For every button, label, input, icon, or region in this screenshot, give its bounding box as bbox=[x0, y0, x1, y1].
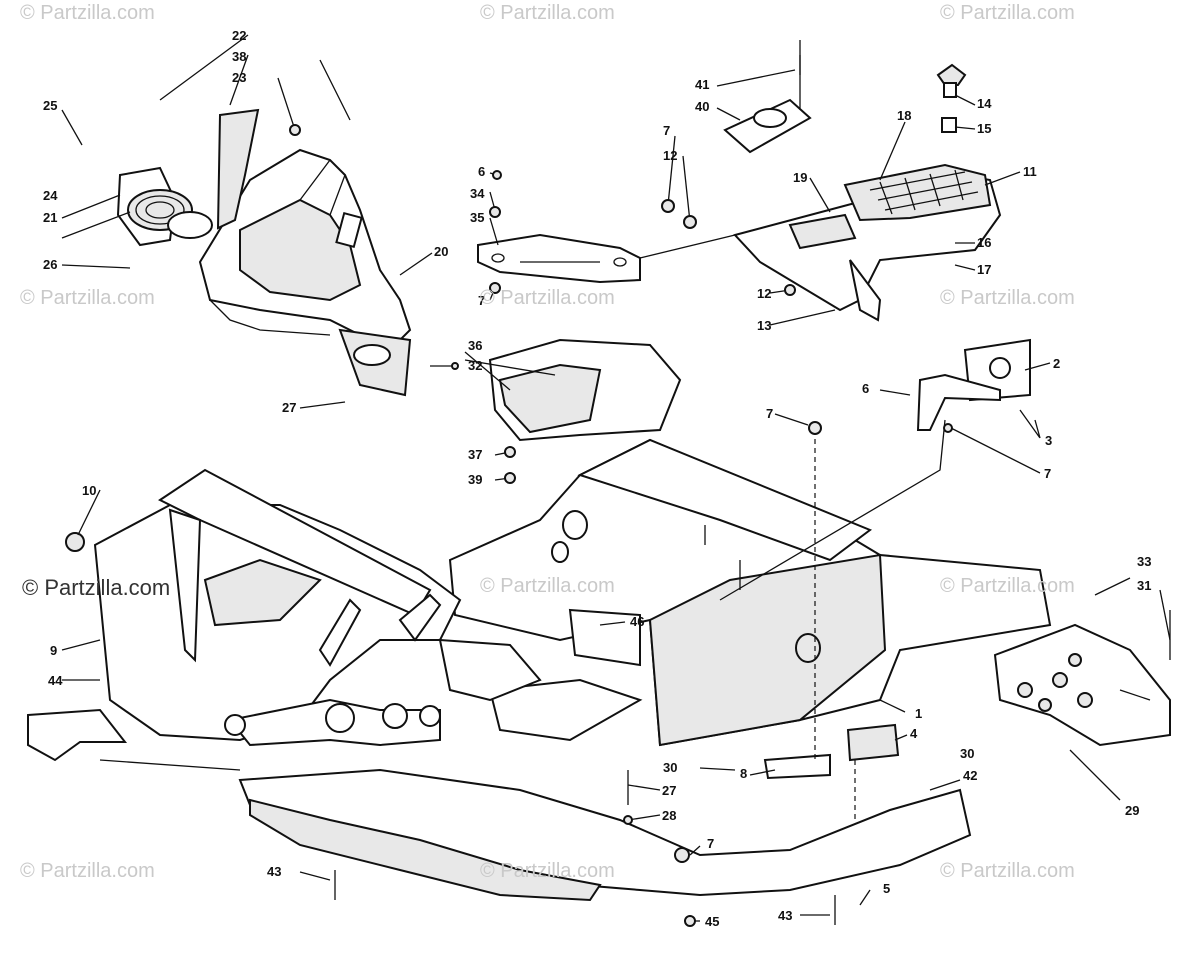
running-board-part bbox=[733, 163, 1002, 322]
callout-41: 41 bbox=[695, 77, 709, 92]
callout-27-a: 27 bbox=[282, 400, 296, 415]
callout-27-b: 27 bbox=[662, 783, 676, 798]
watermark: © Partzilla.com bbox=[480, 575, 615, 597]
battery-tray-part bbox=[488, 338, 682, 442]
hardware-parts bbox=[289, 40, 1171, 927]
front-suspension-frame-part bbox=[65, 468, 542, 747]
callout-36: 36 bbox=[468, 338, 482, 353]
callout-7-d: 7 bbox=[1044, 466, 1051, 481]
skid-plate-part bbox=[993, 623, 1171, 747]
callout-11: 11 bbox=[1023, 164, 1037, 179]
main-frame-part bbox=[448, 438, 1052, 747]
belly-pan-part bbox=[238, 768, 972, 902]
watermark: © Partzilla.com bbox=[22, 575, 171, 600]
callout-17: 17 bbox=[977, 262, 991, 277]
watermark: © Partzilla.com bbox=[940, 860, 1075, 882]
callout-24: 24 bbox=[43, 188, 58, 203]
callout-12-b: 12 bbox=[757, 286, 771, 301]
watermark: © Partzilla.com bbox=[480, 860, 615, 882]
callout-10: 10 bbox=[82, 483, 96, 498]
callout-42: 42 bbox=[963, 768, 977, 783]
watermark: © Partzilla.com bbox=[940, 287, 1075, 309]
callout-23: 23 bbox=[232, 70, 246, 85]
callout-30-a: 30 bbox=[663, 760, 677, 775]
watermark: © Partzilla.com bbox=[940, 575, 1075, 597]
bracket-part bbox=[477, 233, 641, 284]
callout-12-a: 12 bbox=[663, 148, 677, 163]
callout-14: 14 bbox=[977, 96, 992, 111]
callout-4: 4 bbox=[910, 726, 918, 741]
callout-7-a: 7 bbox=[478, 293, 485, 308]
callout-7-b: 7 bbox=[663, 123, 670, 138]
callout-22: 22 bbox=[232, 28, 246, 43]
callout-6-top: 6 bbox=[478, 164, 485, 179]
watermark: © Partzilla.com bbox=[20, 860, 155, 882]
callout-15: 15 bbox=[977, 121, 991, 136]
callout-43-b: 43 bbox=[778, 908, 792, 923]
callout-6-right: 6 bbox=[862, 381, 869, 396]
callout-43-a: 43 bbox=[267, 864, 281, 879]
callout-26: 26 bbox=[43, 257, 57, 272]
callout-44: 44 bbox=[48, 673, 63, 688]
callout-18: 18 bbox=[897, 108, 911, 123]
callout-7-c: 7 bbox=[766, 406, 773, 421]
pad-part bbox=[846, 723, 900, 762]
callout-29: 29 bbox=[1125, 803, 1139, 818]
callout-19: 19 bbox=[793, 170, 807, 185]
callout-35: 35 bbox=[470, 210, 484, 225]
decal-part bbox=[27, 708, 128, 762]
callout-7-e: 7 bbox=[707, 836, 714, 851]
hinge-bracket-part bbox=[723, 98, 812, 154]
callout-31: 31 bbox=[1137, 578, 1151, 593]
callout-34: 34 bbox=[470, 186, 485, 201]
steering-bracket-part bbox=[916, 338, 1031, 431]
knob-part bbox=[936, 63, 967, 133]
callout-33: 33 bbox=[1137, 554, 1151, 569]
callout-39: 39 bbox=[468, 472, 482, 487]
callout-21: 21 bbox=[43, 210, 57, 225]
watermark: © Partzilla.com bbox=[480, 287, 615, 309]
watermark: © Partzilla.com bbox=[20, 2, 155, 24]
callout-8: 8 bbox=[740, 766, 747, 781]
front-cowl-part bbox=[198, 148, 412, 397]
callout-46: 46 bbox=[630, 614, 644, 629]
leader-lines bbox=[61, 34, 1171, 922]
watermark: © Partzilla.com bbox=[940, 2, 1075, 24]
callout-1: 1 bbox=[915, 706, 922, 721]
callout-45: 45 bbox=[705, 914, 719, 929]
callout-38: 38 bbox=[232, 49, 246, 64]
air-intake-part bbox=[116, 166, 213, 247]
watermark: © Partzilla.com bbox=[480, 2, 615, 24]
callout-9: 9 bbox=[50, 643, 57, 658]
bracket-plate-part bbox=[763, 753, 831, 780]
callout-13: 13 bbox=[757, 318, 771, 333]
callout-5: 5 bbox=[883, 881, 890, 896]
callout-2: 2 bbox=[1053, 356, 1060, 371]
callout-32: 32 bbox=[468, 358, 482, 373]
callout-40: 40 bbox=[695, 99, 709, 114]
callout-16: 16 bbox=[977, 235, 991, 250]
callout-28: 28 bbox=[662, 808, 676, 823]
callout-20: 20 bbox=[434, 244, 448, 259]
callout-25: 25 bbox=[43, 98, 57, 113]
callout-37: 37 bbox=[468, 447, 482, 462]
hood-strip-part bbox=[216, 108, 260, 230]
callout-30-b: 30 bbox=[960, 746, 974, 761]
callout-3: 3 bbox=[1045, 433, 1052, 448]
watermark: © Partzilla.com bbox=[20, 287, 155, 309]
callout-labels: 1 2 3 4 5 6 6 7 7 7 7 7 8 9 10 11 12 12 … bbox=[43, 28, 1151, 929]
